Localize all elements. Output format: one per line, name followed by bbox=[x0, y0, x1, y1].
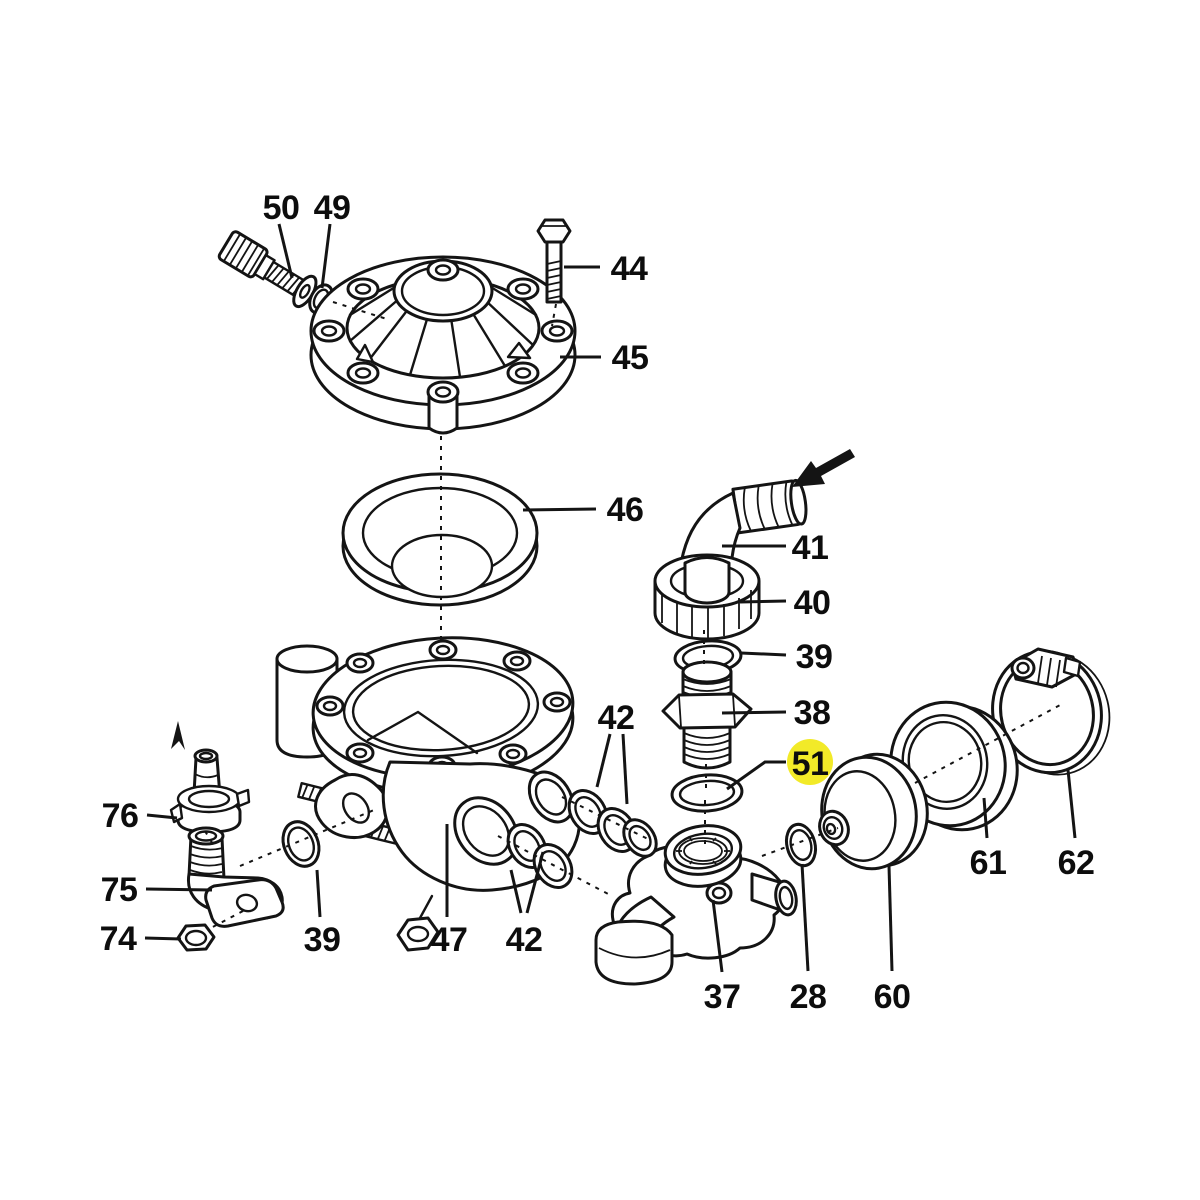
part-51-o-ring bbox=[670, 773, 744, 813]
callout-label[interactable]: 42 bbox=[598, 699, 635, 737]
callout-49[interactable]: 49 bbox=[314, 189, 351, 289]
callout-label[interactable]: 37 bbox=[704, 978, 741, 1016]
cover-bolt-bosses bbox=[312, 258, 574, 404]
callout-44[interactable]: 44 bbox=[564, 250, 648, 288]
part-76-barb-valve bbox=[169, 748, 251, 834]
callout-label[interactable]: 47 bbox=[431, 921, 468, 959]
assembly-axes bbox=[204, 301, 1063, 930]
part-38-nipple bbox=[661, 660, 753, 770]
callout-39-left[interactable]: 39 bbox=[304, 869, 341, 959]
callout-28[interactable]: 28 bbox=[790, 863, 827, 1016]
callout-label[interactable]: 49 bbox=[314, 189, 351, 227]
callout-label[interactable]: 40 bbox=[794, 584, 831, 622]
body-mount-plate bbox=[314, 773, 390, 839]
callout-50[interactable]: 50 bbox=[263, 189, 300, 279]
part-47-pump-body bbox=[275, 636, 581, 952]
callout-label[interactable]: 46 bbox=[607, 491, 644, 529]
callout-label[interactable]: 76 bbox=[102, 797, 139, 835]
callout-label[interactable]: 74 bbox=[100, 920, 138, 958]
part-28-o-ring bbox=[784, 822, 818, 868]
callout-76[interactable]: 76 bbox=[102, 797, 178, 835]
callout-label[interactable]: 75 bbox=[101, 871, 138, 909]
callout-label[interactable]: 39 bbox=[304, 921, 341, 959]
part-39-o-ring-left bbox=[281, 820, 321, 868]
callout-60[interactable]: 60 bbox=[874, 865, 911, 1016]
callout-label[interactable]: 51 bbox=[792, 745, 829, 783]
part-45-domed-cover bbox=[309, 255, 577, 435]
callout-51-highlighted[interactable]: 51 bbox=[726, 739, 833, 791]
part-37-outlet-fitting bbox=[594, 818, 798, 986]
part-44-hex-bolt bbox=[536, 218, 572, 304]
part-40-ring-nut bbox=[653, 553, 761, 641]
part-61-sleeve-collar bbox=[889, 700, 1019, 832]
callout-38[interactable]: 38 bbox=[721, 694, 831, 732]
part-50-vent-screw bbox=[217, 230, 318, 309]
callout-label[interactable]: 60 bbox=[874, 978, 911, 1016]
callout-42-lower[interactable]: 42 bbox=[506, 851, 545, 959]
callout-74[interactable]: 74 bbox=[100, 920, 182, 958]
callout-61[interactable]: 61 bbox=[970, 797, 1007, 882]
body-bolt-bosses bbox=[315, 639, 572, 777]
part-75-elbow-fitting bbox=[186, 826, 285, 928]
part-60-cap bbox=[818, 752, 929, 871]
callout-label[interactable]: 28 bbox=[790, 978, 827, 1016]
callout-41[interactable]: 41 bbox=[722, 529, 829, 567]
callout-62[interactable]: 62 bbox=[1058, 769, 1095, 882]
callout-label[interactable]: 62 bbox=[1058, 844, 1095, 882]
pointer-arrow-small-icon bbox=[171, 721, 185, 750]
callout-40[interactable]: 40 bbox=[739, 584, 831, 622]
part-74-hex-nut bbox=[176, 923, 216, 952]
callouts: 50 49 44 45 46 41 40 39 bbox=[100, 189, 1095, 1016]
callout-39-right[interactable]: 39 bbox=[740, 638, 833, 676]
callout-label[interactable]: 39 bbox=[796, 638, 833, 676]
callout-37[interactable]: 37 bbox=[704, 899, 741, 1016]
callout-label[interactable]: 45 bbox=[612, 339, 649, 377]
callout-47[interactable]: 47 bbox=[431, 824, 468, 959]
part-46-diaphragm bbox=[341, 472, 539, 607]
callout-46[interactable]: 46 bbox=[522, 491, 644, 529]
callout-label[interactable]: 41 bbox=[792, 529, 829, 567]
callout-label[interactable]: 44 bbox=[611, 250, 649, 288]
callout-42-upper[interactable]: 42 bbox=[595, 699, 635, 805]
part-62-hose-clamp bbox=[991, 647, 1111, 776]
callout-label[interactable]: 38 bbox=[794, 694, 831, 732]
callout-label[interactable]: 61 bbox=[970, 844, 1007, 882]
highlight-circle bbox=[787, 739, 833, 785]
callout-75[interactable]: 75 bbox=[101, 871, 213, 909]
callout-label[interactable]: 42 bbox=[506, 921, 543, 959]
callout-45[interactable]: 45 bbox=[560, 339, 649, 377]
pointer-arrow-large-icon bbox=[792, 449, 855, 487]
callout-label[interactable]: 50 bbox=[263, 189, 300, 227]
